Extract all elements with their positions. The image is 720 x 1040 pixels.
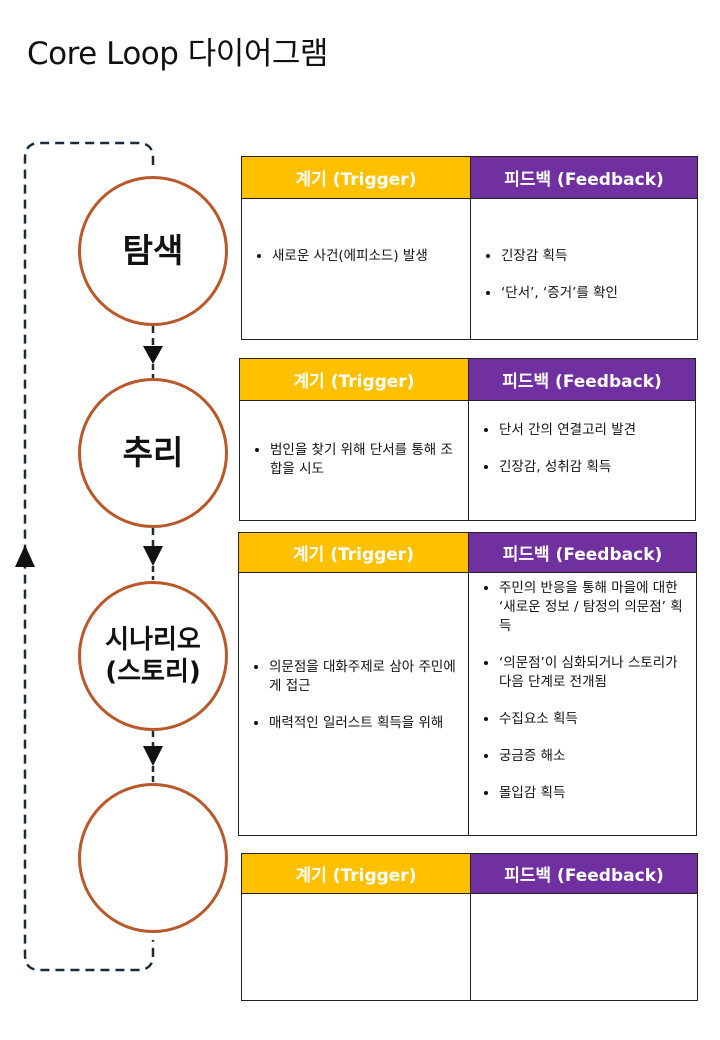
bullet-item: 단서 간의 연결고리 발견 — [499, 421, 687, 440]
feedback-list: 단서 간의 연결고리 발견긴장감, 성취감 획득 — [469, 421, 695, 477]
feedback-cell: 긴장감 획득 ‘단서’, ‘증거’를 확인 — [471, 199, 697, 339]
arrow-3-4 — [143, 746, 163, 766]
feedback-cell: 주민의 반응을 통해 마을에 대한 ‘새로운 정보 / 탐정의 의문점’ 획득 ‘… — [469, 573, 696, 835]
bullet-item: 몰입감 획득 — [499, 784, 688, 803]
bullet-item: 긴장감, 성취감 획득 — [499, 458, 687, 477]
bullet-item: 의문점을 대화주제로 삼아 주민에게 접근 — [269, 658, 460, 696]
stage-label: 시나리오 (스토리) — [105, 624, 201, 688]
trigger-list: 의문점을 대화주제로 삼아 주민에게 접근매력적인 일러스트 획득을 위해 — [239, 658, 468, 733]
trigger-cell: 의문점을 대화주제로 삼아 주민에게 접근매력적인 일러스트 획득을 위해 — [239, 573, 469, 835]
trigger-feedback-table-4: 계기 (Trigger) 피드백 (Feedback) — [241, 853, 698, 1001]
bullet-item: 수집요소 획득 — [499, 710, 688, 729]
trigger-list: 새로운 사건(에피소드) 발생 — [242, 247, 470, 266]
feedback-list: 긴장감 획득 ‘단서’, ‘증거’를 확인 — [471, 247, 697, 303]
stage-circle-empty — [78, 783, 228, 933]
feedback-header: 피드백 (Feedback) — [471, 854, 697, 894]
loop-back-path — [23, 141, 155, 972]
stage-circle-explore: 탐색 — [78, 176, 228, 326]
stage-circle-scenario: 시나리오 (스토리) — [78, 581, 228, 731]
feedback-header: 피드백 (Feedback) — [469, 359, 695, 401]
trigger-cell: 새로운 사건(에피소드) 발생 — [242, 199, 471, 339]
bullet-item: ‘의문점’이 심화되거나 스토리가 다음 단계로 전개됨 — [499, 654, 688, 692]
trigger-list: 범인을 찾기 위해 단서를 통해 조합을 시도 — [240, 441, 468, 479]
loop-up-arrow — [15, 545, 35, 567]
bullet-item: ‘단서’, ‘증거’를 확인 — [501, 284, 689, 303]
trigger-feedback-table-1: 계기 (Trigger) 피드백 (Feedback) 새로운 사건(에피소드)… — [241, 156, 698, 340]
feedback-header: 피드백 (Feedback) — [469, 533, 696, 573]
trigger-header: 계기 (Trigger) — [242, 854, 471, 894]
trigger-header: 계기 (Trigger) — [240, 359, 469, 401]
trigger-header: 계기 (Trigger) — [242, 157, 471, 199]
bullet-item: 범인을 찾기 위해 단서를 통해 조합을 시도 — [270, 441, 460, 479]
bullet-item: 매력적인 일러스트 획득을 위해 — [269, 714, 460, 733]
trigger-cell: 범인을 찾기 위해 단서를 통해 조합을 시도 — [240, 401, 469, 520]
trigger-feedback-table-3: 계기 (Trigger) 피드백 (Feedback) 의문점을 대화주제로 삼… — [238, 532, 697, 836]
feedback-cell: 단서 간의 연결고리 발견긴장감, 성취감 획득 — [469, 401, 695, 520]
stage-circle-deduce: 추리 — [78, 378, 228, 528]
trigger-feedback-table-2: 계기 (Trigger) 피드백 (Feedback) 범인을 찾기 위해 단서… — [239, 358, 696, 521]
bullet-item: 새로운 사건(에피소드) 발생 — [272, 247, 462, 266]
feedback-cell — [471, 894, 697, 1000]
arrow-1-2 — [143, 346, 163, 364]
bullet-item: 긴장감 획득 — [501, 247, 689, 266]
stage-label: 탐색 — [122, 231, 184, 271]
trigger-cell — [242, 894, 471, 1000]
trigger-header: 계기 (Trigger) — [239, 533, 469, 573]
feedback-header: 피드백 (Feedback) — [471, 157, 697, 199]
bullet-item: 궁금증 해소 — [499, 747, 688, 766]
arrow-2-3 — [143, 546, 163, 566]
stage-label: 추리 — [122, 433, 184, 473]
bullet-item: 주민의 반응을 통해 마을에 대한 ‘새로운 정보 / 탐정의 의문점’ 획득 — [499, 579, 688, 636]
feedback-list: 주민의 반응을 통해 마을에 대한 ‘새로운 정보 / 탐정의 의문점’ 획득 ‘… — [469, 579, 696, 803]
page-title: Core Loop 다이어그램 — [27, 36, 328, 72]
